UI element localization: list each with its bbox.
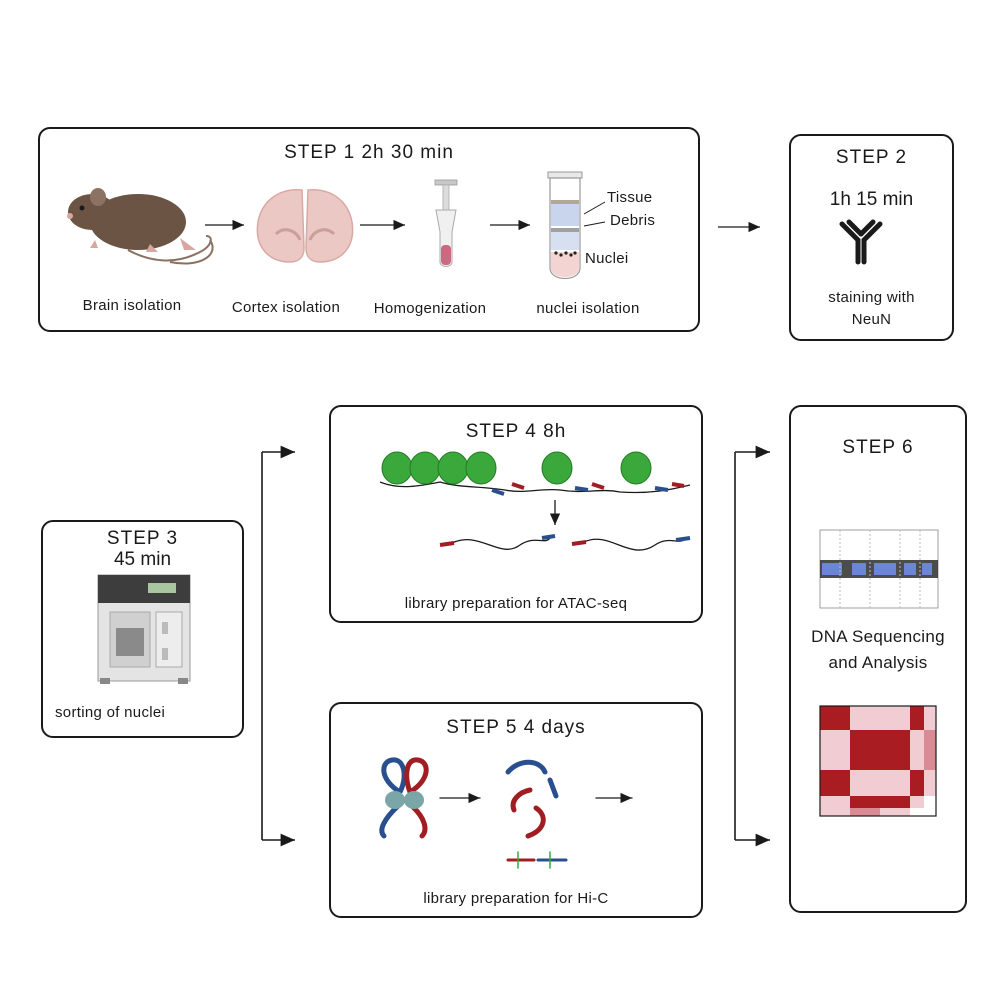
heatmap-cell xyxy=(820,770,850,796)
heatmap-cell xyxy=(910,808,924,816)
step6-box xyxy=(789,405,967,913)
heatmap-cell xyxy=(910,730,924,770)
heatmap-cell xyxy=(924,706,936,730)
heatmap-cell xyxy=(850,796,880,808)
homogenizer-icon xyxy=(434,179,458,267)
step3-time: 45 min xyxy=(113,549,172,570)
brain-isolation-label: Brain isolation xyxy=(82,297,182,314)
heatmap-cell xyxy=(910,796,924,808)
bracket-step4-5-to-6 xyxy=(734,445,770,847)
step4-label: library preparation for ATAC-seq xyxy=(404,595,628,612)
heatmap-cell xyxy=(850,706,880,730)
heatmap-cell xyxy=(850,730,880,770)
heatmap-cell xyxy=(924,730,936,770)
hic-loops-icon xyxy=(379,757,633,869)
cortex-isolation-label: Cortex isolation xyxy=(231,299,341,316)
heatmap-cell xyxy=(820,730,850,770)
step4-title: STEP 4 8h xyxy=(465,421,567,442)
sequencing-plot-icon xyxy=(819,529,939,609)
step5-label: library preparation for Hi-C xyxy=(423,890,609,907)
bracket-step3-to-4-5 xyxy=(261,445,295,847)
step2-label-line2: NeuN xyxy=(851,311,892,328)
heatmap-cell xyxy=(820,706,850,730)
step3-label: sorting of nuclei xyxy=(55,704,166,721)
step6-label-line2: and Analysis xyxy=(828,653,928,672)
heatmap-cell xyxy=(850,808,880,816)
step6-label-line1: DNA Sequencing xyxy=(811,627,945,646)
heatmap-cell xyxy=(924,796,936,808)
step3-title: STEP 3 xyxy=(106,528,179,549)
step2-label-line1: staining with xyxy=(828,289,915,306)
contact-heatmap xyxy=(820,706,936,816)
tube-tissue-label: Tissue xyxy=(607,189,653,206)
heatmap-cell xyxy=(910,770,924,796)
centrifuge-tube-icon xyxy=(547,171,606,280)
homogenization-label: Homogenization xyxy=(373,300,487,317)
mouse-icon xyxy=(67,188,214,265)
heatmap-cell xyxy=(820,808,850,816)
tube-nuclei-label: Nuclei xyxy=(585,250,629,267)
tube-debris-label: Debris xyxy=(610,212,656,229)
heatmap-cell xyxy=(820,796,850,808)
step6-title: STEP 6 xyxy=(842,437,914,458)
step2-box xyxy=(789,134,954,341)
heatmap-frame xyxy=(819,705,937,817)
flow-cytometer-icon xyxy=(97,574,191,684)
nucleosomes-icon xyxy=(379,451,691,551)
step4-box xyxy=(329,405,703,623)
step2-time: 1h 15 min xyxy=(829,189,914,210)
heatmap-cell xyxy=(880,770,910,796)
heatmap-cell xyxy=(910,706,924,730)
nuclei-isolation-label: nuclei isolation xyxy=(536,300,640,317)
heatmap-cell xyxy=(924,770,936,796)
heatmap-cell xyxy=(924,808,936,816)
heatmap-cell xyxy=(850,770,880,796)
step2-title: STEP 2 xyxy=(835,147,908,168)
antibody-icon xyxy=(839,219,883,265)
heatmap-cell xyxy=(880,808,910,816)
heatmap-cell xyxy=(880,706,910,730)
heatmap-cell xyxy=(880,796,910,808)
step5-title: STEP 5 4 days xyxy=(446,717,586,738)
heatmap-cell xyxy=(880,730,910,770)
step1-title: STEP 1 2h 30 min xyxy=(284,142,454,163)
brain-icon xyxy=(256,189,354,263)
